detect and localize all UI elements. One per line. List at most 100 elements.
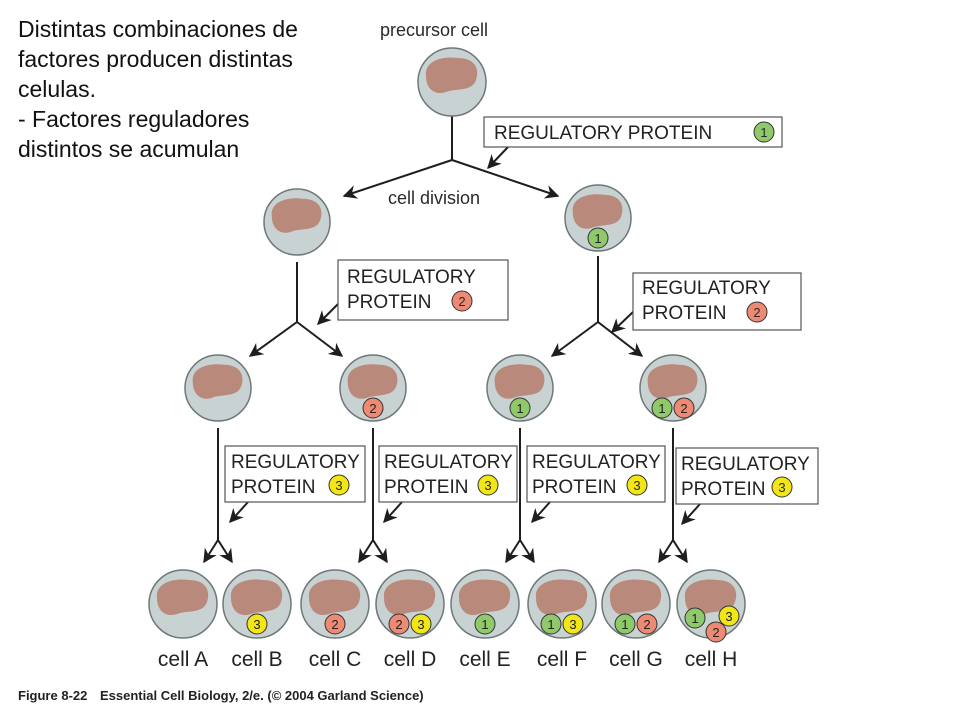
protein-pointer [383, 501, 403, 524]
protein-1-marker [614, 613, 636, 635]
protein-number: 1 [516, 401, 523, 416]
protein-pointer [681, 503, 701, 526]
protein-3-marker [771, 476, 793, 498]
protein-box-line2: PROTEIN [532, 477, 616, 498]
protein-box-line1: REGULATORY [231, 452, 360, 473]
final-cell: 2 [300, 569, 370, 639]
cell-name: cell C [309, 648, 362, 671]
branch-arrow-left [203, 539, 219, 564]
protein-number: 3 [569, 617, 576, 632]
protein-2-marker [388, 613, 410, 635]
protein-box-label: REGULATORY PROTEIN [494, 123, 712, 144]
nucleus [383, 579, 436, 616]
protein-box-line1: REGULATORY [532, 452, 661, 473]
precursor-label: precursor cell [380, 20, 488, 40]
protein-number: 2 [680, 401, 687, 416]
protein-3-marker [562, 613, 584, 635]
cell-name: cell F [537, 648, 587, 671]
branch-arrow-left [342, 159, 453, 199]
branch-arrow-left [358, 539, 374, 564]
protein-number: 3 [417, 617, 424, 632]
protein-box-level2-right: REGULATORY PROTEIN 2 [632, 272, 802, 331]
protein-number: 1 [691, 611, 698, 626]
protein-box-line2: PROTEIN [384, 477, 468, 498]
nucleus [156, 579, 209, 616]
nucleus [647, 364, 698, 399]
protein-number: 2 [712, 625, 719, 640]
cell-names: cell A cell B cell C cell D cell E cell … [158, 648, 737, 671]
protein-number: 1 [621, 617, 628, 632]
protein-1-marker [540, 613, 562, 635]
protein-number: 3 [778, 480, 785, 495]
nucleus [458, 579, 511, 616]
protein-number: 3 [633, 478, 640, 493]
nucleus [425, 57, 478, 94]
lineage-lines [203, 116, 701, 564]
final-cell: 123 [676, 569, 746, 643]
protein-number: 3 [484, 478, 491, 493]
protein-pointer [317, 303, 339, 325]
branch-arrow-left [248, 321, 298, 357]
cell-name: cell D [384, 648, 437, 671]
intro-line: - Factores reguladores [18, 106, 250, 132]
branch-arrow-right [519, 539, 535, 564]
nucleus [271, 198, 322, 233]
nucleus [347, 364, 398, 399]
figure-caption: Figure 8-22 Essential Cell Biology, 2/e.… [18, 688, 424, 703]
protein-box-level3-3: REGULATORY PROTEIN 3 [526, 445, 666, 503]
nucleus [535, 579, 588, 616]
protein-1-marker [651, 397, 673, 419]
cell-name: cell H [685, 648, 738, 671]
protein-3-marker [410, 613, 432, 635]
protein-number: 2 [369, 401, 376, 416]
protein-box-line1: REGULATORY [347, 267, 476, 288]
protein-box-line1: REGULATORY [681, 454, 810, 475]
branch-arrow-left [550, 321, 599, 357]
nucleus [308, 579, 361, 616]
protein-box-level1: REGULATORY PROTEIN 1 [483, 116, 783, 148]
protein-box-level2-left: REGULATORY PROTEIN 2 [337, 259, 509, 321]
intro-line: distintos se acumulan [18, 136, 240, 162]
protein-3-marker [718, 605, 740, 627]
branch-arrow-left [505, 539, 521, 564]
protein-1-marker [753, 121, 775, 143]
protein-number: 2 [331, 617, 338, 632]
protein-1-marker [587, 227, 609, 249]
final-cell: 1 [450, 569, 520, 639]
cell-level2-3: 1 [486, 354, 554, 422]
protein-number: 1 [481, 617, 488, 632]
protein-3-marker [246, 613, 268, 635]
protein-pointer [487, 146, 509, 170]
nucleus [192, 364, 243, 399]
nucleus [684, 579, 737, 616]
intro-line: celulas. [18, 76, 96, 102]
protein-box-line1: REGULATORY [642, 278, 771, 299]
protein-2-marker [362, 397, 384, 419]
protein-number: 2 [643, 617, 650, 632]
protein-number: 2 [395, 617, 402, 632]
nucleus [494, 364, 545, 399]
cell-name: cell A [158, 648, 208, 671]
protein-number: 2 [458, 294, 465, 309]
protein-box-line2: PROTEIN [231, 477, 315, 498]
protein-3-marker [626, 474, 648, 496]
protein-box-line2: PROTEIN [681, 479, 765, 500]
protein-number: 3 [335, 478, 342, 493]
protein-3-marker [328, 474, 350, 496]
protein-number: 3 [725, 609, 732, 624]
protein-3-marker [477, 474, 499, 496]
intro-line: Distintas combinaciones de [18, 16, 298, 42]
branch-arrow-right [672, 539, 688, 564]
branch-arrow-right [296, 321, 344, 357]
protein-2-marker [451, 290, 473, 312]
protein-1-marker [474, 613, 496, 635]
protein-number: 1 [658, 401, 665, 416]
cell-level2-1 [184, 354, 252, 422]
intro-text: Distintas combinaciones de factores prod… [18, 14, 348, 164]
protein-1-marker [509, 397, 531, 419]
